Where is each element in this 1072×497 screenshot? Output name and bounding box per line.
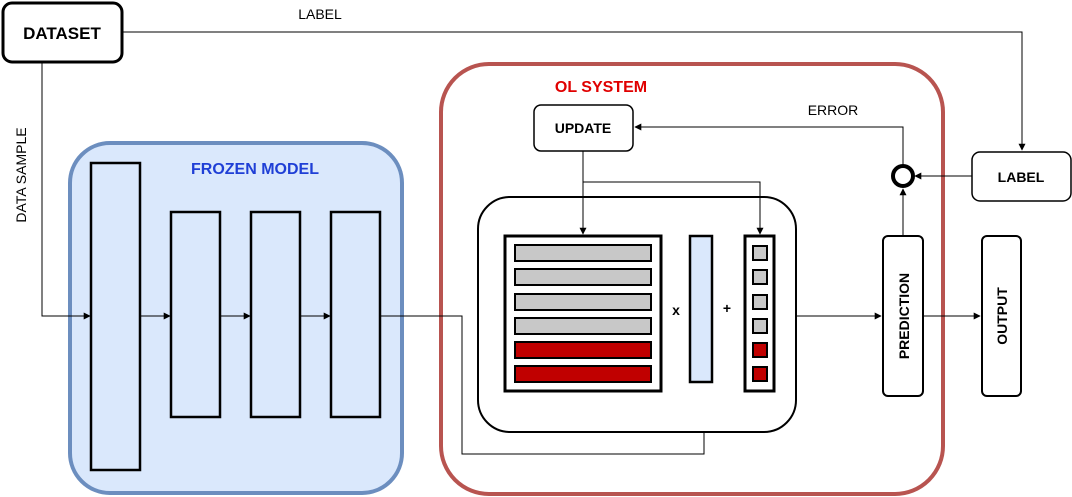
label-edge bbox=[122, 31, 1026, 151]
bias-cell-4 bbox=[752, 318, 768, 334]
bias-cell-6 bbox=[752, 366, 768, 382]
frozen-model-container bbox=[68, 141, 404, 495]
bias-cell-5 bbox=[752, 342, 768, 358]
weight-row-3 bbox=[514, 293, 652, 311]
label-box-text: LABEL bbox=[998, 169, 1045, 185]
frozen-layer-2 bbox=[169, 210, 222, 419]
weight-row-2 bbox=[514, 268, 652, 286]
bias-cell-1 bbox=[752, 245, 768, 261]
error-to-update-edge bbox=[634, 123, 904, 166]
label-edge-text: LABEL bbox=[298, 6, 342, 22]
data-sample-edge bbox=[41, 62, 91, 320]
output-box bbox=[981, 235, 1022, 397]
frozen-model-title: FROZEN MODEL bbox=[191, 161, 319, 178]
prediction-label: PREDICTION bbox=[896, 273, 912, 359]
update-to-bias-edge bbox=[583, 181, 764, 235]
ol-system-title: OL SYSTEM bbox=[555, 79, 647, 96]
output-label: OUTPUT bbox=[994, 287, 1010, 345]
frozen-layer-1 bbox=[89, 161, 142, 472]
add-symbol: + bbox=[723, 300, 731, 316]
bias-cell-2 bbox=[752, 269, 768, 285]
bias-cell-3 bbox=[752, 294, 768, 310]
weight-row-4 bbox=[514, 317, 652, 335]
bias-vector bbox=[743, 234, 776, 393]
update-label: UPDATE bbox=[555, 120, 612, 136]
ol-system-container bbox=[439, 62, 945, 496]
multiply-symbol: x bbox=[672, 302, 680, 318]
weight-row-6 bbox=[514, 365, 652, 383]
dataset-label: DATASET bbox=[23, 24, 101, 43]
weight-row-5 bbox=[514, 341, 652, 359]
error-text: ERROR bbox=[808, 102, 859, 118]
input-vector bbox=[688, 234, 714, 384]
error-comparator bbox=[891, 164, 915, 188]
frozen-layer-3 bbox=[249, 210, 302, 419]
data-sample-text: DATA SAMPLE bbox=[13, 127, 29, 222]
frozen-layer-4 bbox=[329, 210, 382, 419]
weight-row-1 bbox=[514, 244, 652, 262]
